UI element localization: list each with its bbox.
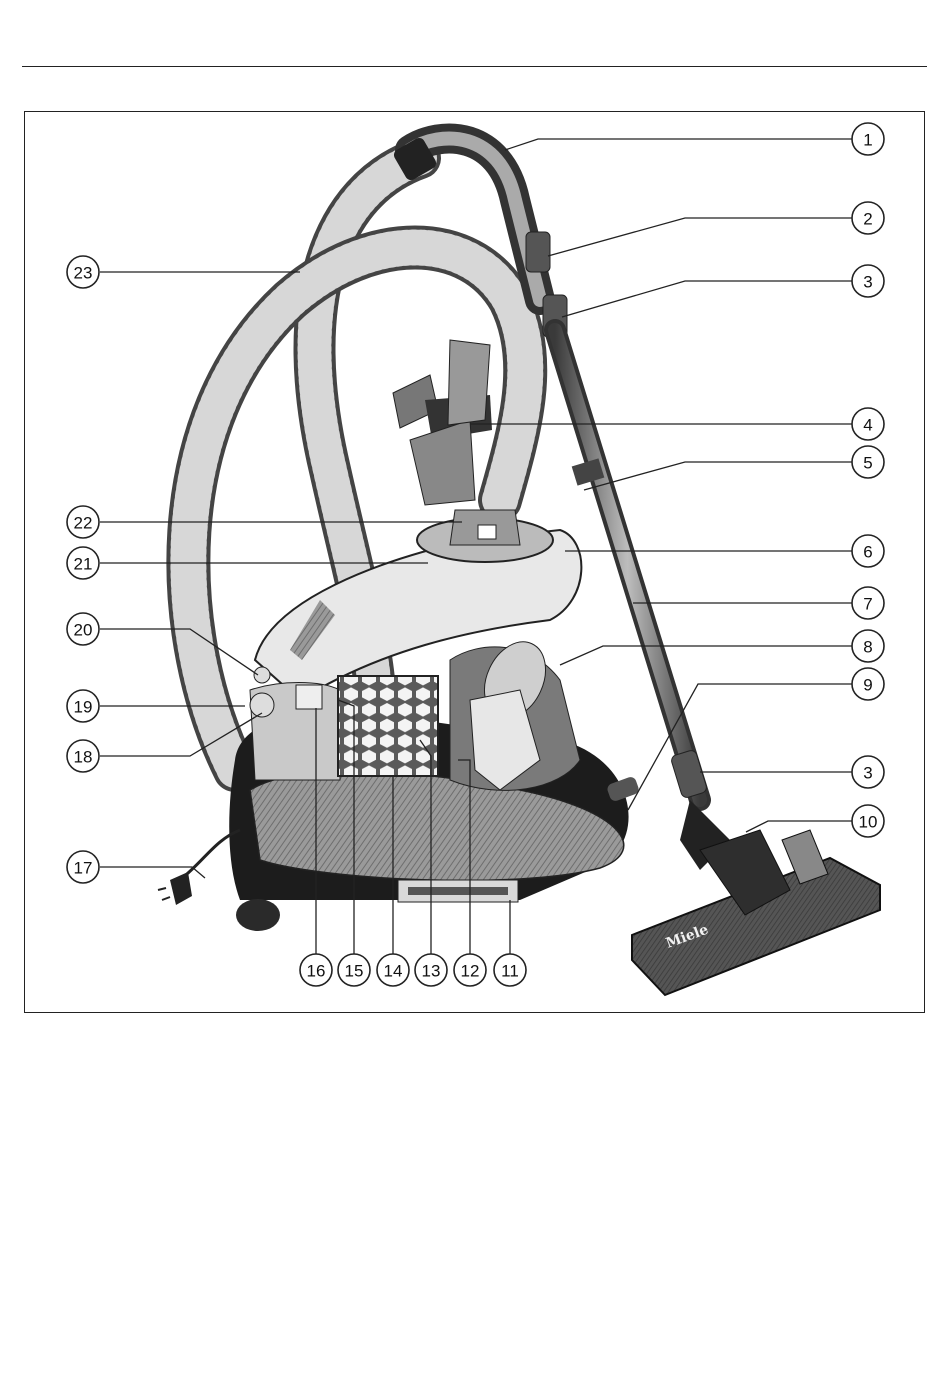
callout-c9: 9	[852, 668, 884, 700]
callout-number: 11	[501, 962, 519, 981]
plug	[170, 872, 192, 905]
callout-number: 19	[74, 698, 93, 717]
callout-c8: 8	[852, 630, 884, 662]
callout-c6: 6	[852, 535, 884, 567]
filter-panel	[338, 676, 438, 776]
callout-c10: 10	[852, 805, 884, 837]
callout-c3b: 3	[852, 756, 884, 788]
callout-c16: 16	[300, 954, 332, 986]
callout-number: 12	[461, 962, 480, 981]
callout-c5: 5	[852, 446, 884, 478]
callout-c21: 21	[67, 547, 99, 579]
callout-c23: 23	[67, 256, 99, 288]
callout-c12: 12	[454, 954, 486, 986]
callout-number: 18	[74, 748, 93, 767]
callout-number: 3	[863, 764, 872, 783]
callout-number: 21	[74, 555, 93, 574]
callout-c7: 7	[852, 587, 884, 619]
callout-c11: 11	[494, 954, 526, 986]
callout-number: 7	[863, 595, 872, 614]
callout-number: 4	[863, 416, 872, 435]
callout-c15: 15	[338, 954, 370, 986]
callout-c20: 20	[67, 613, 99, 645]
callout-number: 10	[859, 813, 878, 832]
callout-number: 3	[863, 273, 872, 292]
callout-number: 8	[863, 638, 872, 657]
callout-number: 14	[384, 962, 403, 981]
vacuum-illustration: Miele	[158, 136, 880, 995]
callout-number: 5	[863, 454, 872, 473]
callout-c22: 22	[67, 506, 99, 538]
callout-number: 13	[422, 962, 441, 981]
callout-number: 17	[74, 859, 93, 878]
callout-number: 22	[74, 514, 93, 533]
callout-c13: 13	[415, 954, 447, 986]
callout-c1: 1	[852, 123, 884, 155]
callout-number: 16	[307, 962, 326, 981]
callout-c4: 4	[852, 408, 884, 440]
callout-c19: 19	[67, 690, 99, 722]
callout-c14: 14	[377, 954, 409, 986]
callout-c18: 18	[67, 740, 99, 772]
callout-c3a: 3	[852, 265, 884, 297]
callout-number: 15	[345, 962, 364, 981]
accessory-holder	[410, 420, 475, 505]
callout-c17: 17	[67, 851, 99, 883]
callout-c2: 2	[852, 202, 884, 234]
callout-number: 2	[863, 210, 872, 229]
callout-number: 9	[863, 676, 872, 695]
callout-number: 23	[74, 264, 93, 283]
callout-number: 20	[74, 621, 93, 640]
callout-number: 1	[863, 131, 872, 150]
callout-number: 6	[863, 543, 872, 562]
